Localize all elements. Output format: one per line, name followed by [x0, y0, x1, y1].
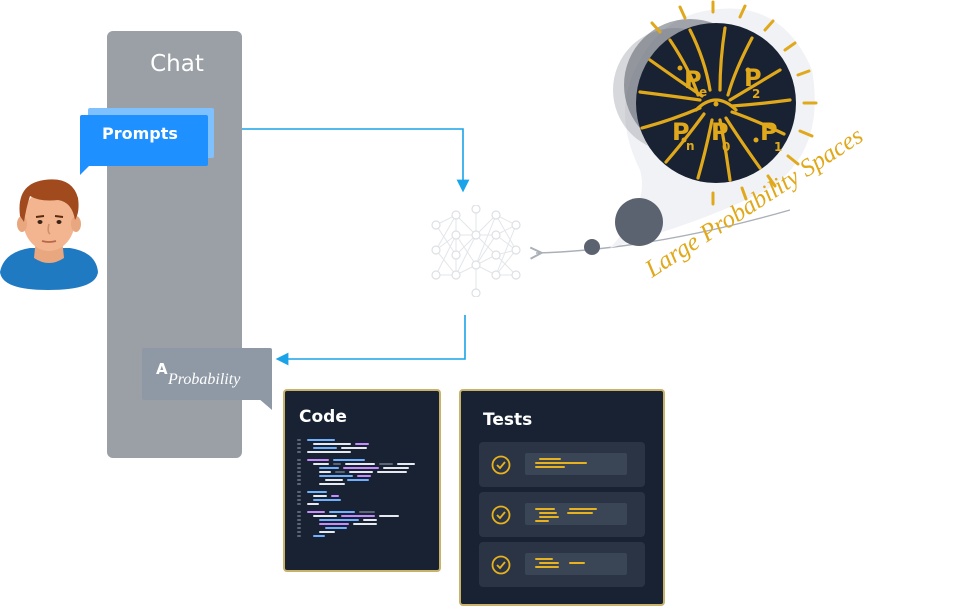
- prompt-to-model-arrow: [242, 128, 470, 193]
- p-subscript: 1: [774, 140, 782, 154]
- p-symbol: P: [744, 64, 762, 92]
- user-avatar: [0, 179, 98, 290]
- p-symbol: P: [711, 118, 729, 146]
- prompts-label: Prompts: [102, 124, 178, 143]
- test-result-bar: [525, 553, 627, 575]
- tests-card: Tests: [459, 389, 665, 606]
- medium-sphere: [615, 198, 663, 246]
- answer-bubble-tail: [258, 398, 272, 410]
- chat-title: Chat: [150, 51, 204, 77]
- large-probability-spaces-label-wrap: Large Probability Spaces: [640, 122, 868, 283]
- small-sphere: [584, 239, 600, 255]
- p-subscript: e: [699, 85, 707, 99]
- test-row: [479, 492, 645, 537]
- prompts-bubble: Prompts: [80, 115, 208, 166]
- tests-card-title: Tests: [483, 410, 533, 430]
- p-subscript: 0: [722, 140, 730, 154]
- code-card: Code: [283, 389, 441, 572]
- p-symbol: P: [760, 118, 778, 146]
- prompts-bubble-tail: [80, 163, 92, 175]
- check-circle-icon: [491, 505, 511, 525]
- code-card-title: Code: [299, 407, 347, 427]
- answer-bubble: A Probability: [142, 348, 272, 400]
- test-row: [479, 442, 645, 487]
- test-result-bar: [525, 453, 627, 475]
- test-result-bar: [525, 503, 627, 525]
- p-symbol: P: [684, 66, 702, 94]
- check-circle-icon: [491, 455, 511, 475]
- p-symbol: P: [672, 118, 690, 146]
- code-snippet: [297, 437, 427, 547]
- check-circle-icon: [491, 555, 511, 575]
- p-subscript: n: [686, 139, 695, 153]
- sun-rays: [650, 0, 818, 206]
- probability-space-illustration: P e P 2 P n P 0 P 1: [584, 0, 818, 255]
- large-probability-spaces-label: Large Probability Spaces: [640, 122, 868, 283]
- model-to-answer-arrow: [275, 315, 466, 366]
- answer-symbol: A: [156, 360, 168, 378]
- answer-subscript: Probability: [168, 371, 241, 388]
- space-to-model-arrow: [536, 209, 791, 253]
- p-subscript: 2: [752, 87, 760, 101]
- neural-network-icon: [431, 205, 521, 297]
- test-row: [479, 542, 645, 587]
